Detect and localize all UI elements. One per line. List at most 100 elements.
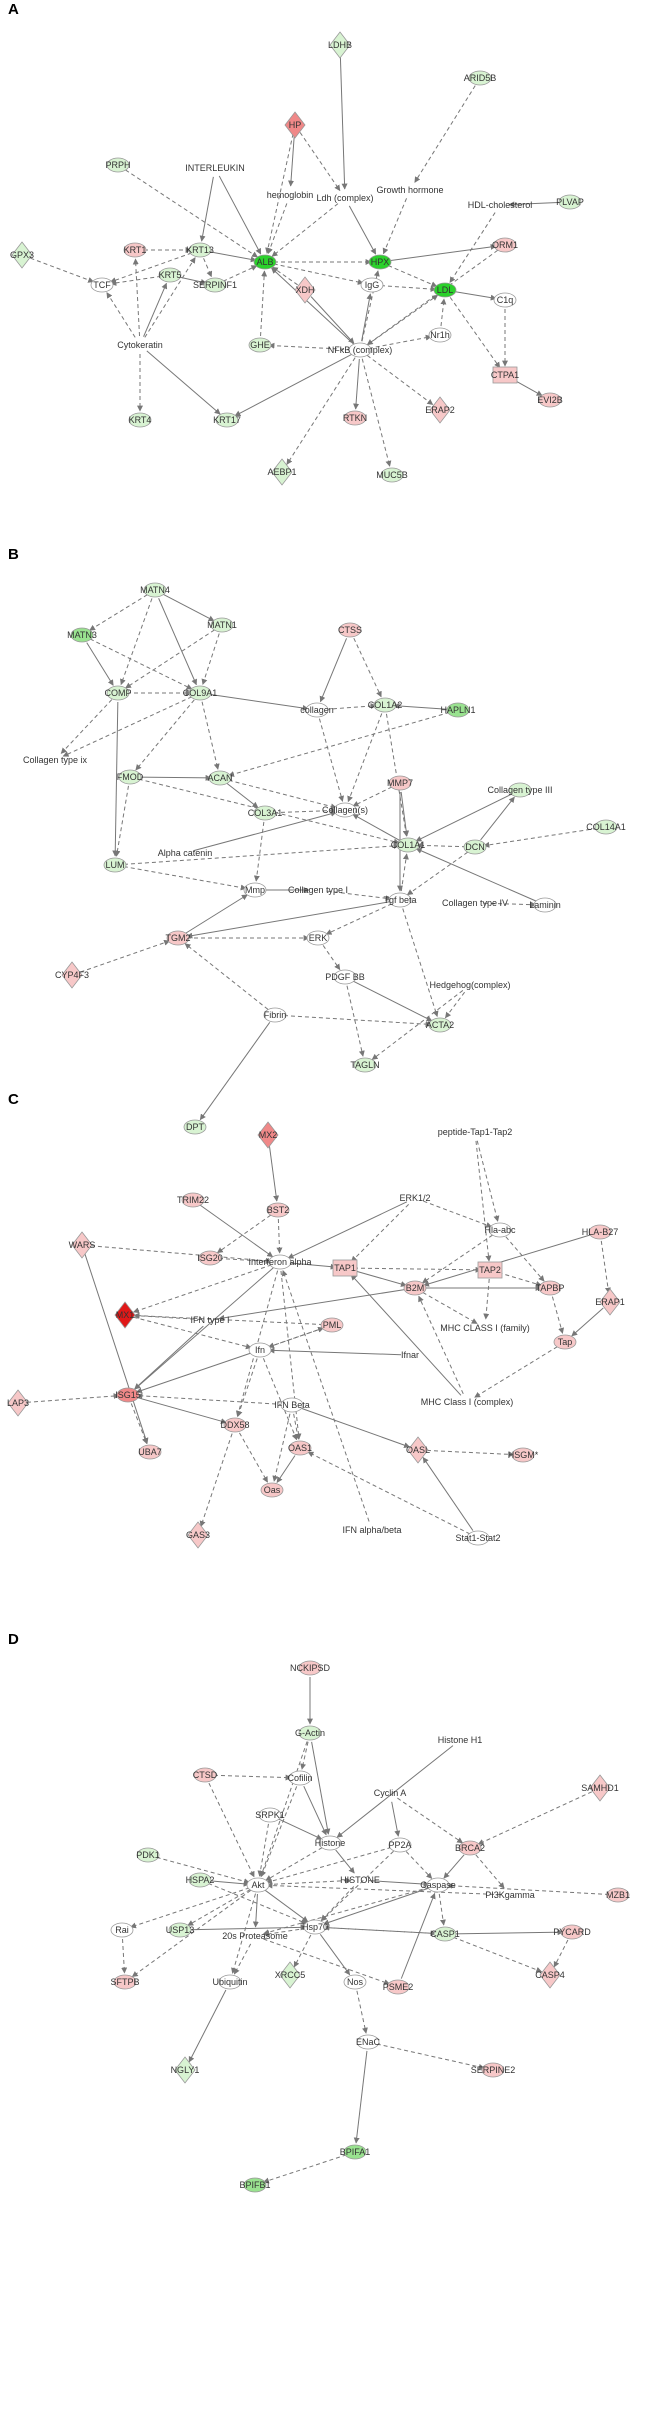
node-interleukin[interactable]: INTERLEUKIN <box>185 163 245 173</box>
node-stat1stat2[interactable]: Stat1-Stat2 <box>455 1530 501 1546</box>
node-orm1[interactable]: ORM1 <box>492 237 518 253</box>
node-ifntypei[interactable]: IFN type I <box>190 1315 229 1325</box>
node-nos[interactable]: Nos <box>343 1974 367 1990</box>
node-casp1[interactable]: CASP1 <box>430 1926 460 1942</box>
node-rai[interactable]: Rai <box>110 1922 134 1938</box>
node-trim22[interactable]: TRIM22 <box>177 1192 209 1208</box>
node-psme2[interactable]: PSME2 <box>383 1979 414 1995</box>
node-ubiquitin[interactable]: Ubiquitin <box>212 1974 248 1990</box>
node-gas3[interactable]: GAS3 <box>186 1521 210 1549</box>
node-fmod[interactable]: FMOD <box>117 769 144 785</box>
node-nckipsd[interactable]: NCKIPSD <box>290 1660 331 1676</box>
node-matn3[interactable]: MATN3 <box>67 627 97 643</box>
node-mzb1[interactable]: MZB1 <box>606 1887 630 1903</box>
node-col14a1[interactable]: COL14A1 <box>586 819 626 835</box>
node-collageniii[interactable]: Collagen type III <box>487 782 553 798</box>
node-muc5b[interactable]: MUC5B <box>376 467 408 483</box>
node-rtkn[interactable]: RTKN <box>343 410 367 426</box>
node-erap1[interactable]: ERAP1 <box>595 1288 625 1316</box>
node-erk[interactable]: ERK <box>306 930 330 946</box>
node-brca2[interactable]: BRCA2 <box>455 1840 485 1856</box>
node-col9a1[interactable]: COL9A1 <box>183 685 218 701</box>
node-b2m[interactable]: B2M <box>403 1280 427 1296</box>
node-interferonalpha[interactable]: Interferon alpha <box>248 1254 312 1270</box>
node-acan[interactable]: ACAN <box>207 770 233 786</box>
node-lap3[interactable]: LAP3 <box>7 1389 29 1417</box>
node-alphacatenin[interactable]: Alpha catenin <box>158 848 213 858</box>
node-tap[interactable]: Tap <box>553 1334 577 1350</box>
node-pp2a[interactable]: PP2A <box>388 1837 412 1853</box>
node-tapbp[interactable]: TAPBP <box>536 1280 565 1296</box>
node-isg15[interactable]: ISG15 <box>115 1387 141 1403</box>
node-mx1[interactable]: MX1 <box>114 1301 136 1329</box>
node-xrcc5[interactable]: XRCC5 <box>275 1961 306 1989</box>
node-peptidetap[interactable]: peptide-Tap1-Tap2 <box>438 1127 513 1137</box>
node-uba7[interactable]: UBA7 <box>138 1444 162 1460</box>
node-krt17[interactable]: KRT17 <box>213 412 241 428</box>
node-isg20[interactable]: ISG20 <box>197 1250 223 1266</box>
node-evi2b[interactable]: EVI2B <box>537 392 563 408</box>
node-mhcclassifamily[interactable]: MHC CLASS I (family) <box>440 1323 530 1333</box>
node-hlab27[interactable]: HLA-B27 <box>582 1224 619 1240</box>
node-bpifa1[interactable]: BPIFA1 <box>340 2144 371 2160</box>
node-oas1[interactable]: OAS1 <box>288 1440 312 1456</box>
node-histoneh1[interactable]: Histone H1 <box>438 1735 483 1745</box>
node-samhd1[interactable]: SAMHD1 <box>581 1774 619 1802</box>
node-hpx[interactable]: HPX <box>368 254 392 270</box>
node-comp[interactable]: COMP <box>105 685 132 701</box>
node-tgm2[interactable]: TGM2 <box>165 930 191 946</box>
node-hlaabc[interactable]: Hla-abc <box>484 1222 516 1238</box>
node-ifnalphabeta[interactable]: IFN alpha/beta <box>342 1525 401 1535</box>
node-mx2[interactable]: MX2 <box>257 1121 279 1149</box>
node-ldhb[interactable]: LDHB <box>328 31 352 59</box>
node-col1a1[interactable]: COL1A1 <box>391 837 426 853</box>
node-aebp1[interactable]: AEBP1 <box>267 458 297 486</box>
node-krt13[interactable]: KRT13 <box>186 242 214 258</box>
node-nr1h[interactable]: Nr1h <box>428 327 452 343</box>
node-gpx3[interactable]: GPX3 <box>10 241 34 269</box>
node-mmp7[interactable]: MMP7 <box>387 775 413 791</box>
node-pdk1[interactable]: PDK1 <box>136 1847 160 1863</box>
node-prph[interactable]: PRPH <box>105 157 131 173</box>
node-ifnbeta[interactable]: IFN Beta <box>274 1397 310 1413</box>
node-pycard[interactable]: PYCARD <box>553 1924 591 1940</box>
node-lum[interactable]: LUM <box>103 857 127 873</box>
node-oas[interactable]: Oas <box>260 1482 284 1498</box>
node-col1a2[interactable]: COL1A2 <box>368 697 403 713</box>
node-collageniv[interactable]: Collagen type IV <box>442 898 508 908</box>
node-bst2[interactable]: BST2 <box>266 1202 290 1218</box>
node-erk12[interactable]: ERK1/2 <box>399 1193 430 1203</box>
node-tcf[interactable]: TCF <box>90 277 114 293</box>
node-krt5[interactable]: KRT5 <box>159 267 182 283</box>
node-srpk1[interactable]: SRPK1 <box>255 1807 285 1823</box>
node-collagenix[interactable]: Collagen type ix <box>23 755 88 765</box>
node-hspa2[interactable]: HSPA2 <box>186 1872 215 1888</box>
node-ghe[interactable]: GHE <box>248 337 272 353</box>
node-ctss[interactable]: CTSS <box>338 622 362 638</box>
node-plvap[interactable]: PLVAP <box>556 194 584 210</box>
node-collagenis[interactable]: Collagen(s) <box>322 802 368 818</box>
node-dcn[interactable]: DCN <box>463 839 487 855</box>
node-tap2[interactable]: TAP2 <box>477 1261 503 1279</box>
node-krt1[interactable]: KRT1 <box>124 242 147 258</box>
node-sftpb[interactable]: SFTPB <box>110 1974 140 1990</box>
node-pml[interactable]: PML <box>320 1317 344 1333</box>
node-hapln1[interactable]: HAPLN1 <box>440 702 476 718</box>
node-xdh[interactable]: XDH <box>294 276 316 304</box>
node-acta2[interactable]: ACTA2 <box>426 1017 454 1033</box>
node-matn4[interactable]: MATN4 <box>140 582 170 598</box>
node-mhcclassicomplex[interactable]: MHC Class I (complex) <box>421 1397 514 1407</box>
node-hp[interactable]: HP <box>284 111 306 139</box>
node-ldl[interactable]: LDL <box>433 282 457 298</box>
node-caspase[interactable]: Caspase <box>420 1877 456 1893</box>
node-ddx58[interactable]: DDX58 <box>220 1417 250 1433</box>
node-collageni[interactable]: Collagen type I <box>288 885 348 895</box>
node-usp13[interactable]: USP13 <box>166 1922 195 1938</box>
node-tagln[interactable]: TAGLN <box>350 1057 380 1073</box>
node-cofilin[interactable]: Cofilin <box>287 1770 313 1786</box>
node-histone[interactable]: Histone <box>315 1835 346 1851</box>
node-matn1[interactable]: MATN1 <box>207 617 237 633</box>
node-tap1[interactable]: TAP1 <box>332 1259 358 1277</box>
node-erap2[interactable]: ERAP2 <box>425 396 455 424</box>
node-igg[interactable]: IgG <box>360 277 384 293</box>
